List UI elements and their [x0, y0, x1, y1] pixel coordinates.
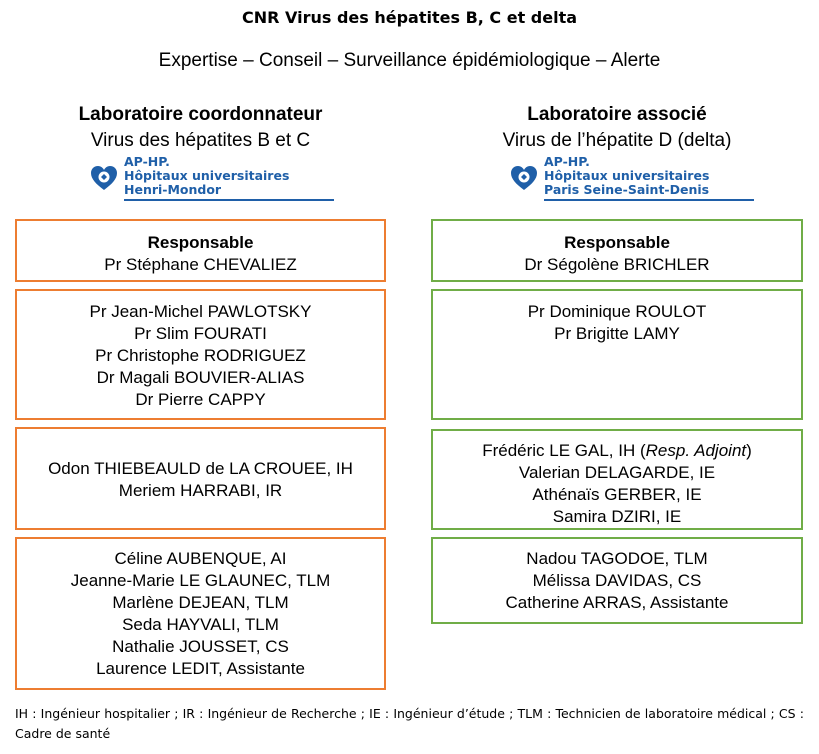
left-group2-box: Odon THIEBEAULD de LA CROUEE, IH Meriem H… [15, 427, 386, 530]
aphp-heart-icon [91, 166, 117, 190]
right-logo-underline [544, 199, 754, 201]
list-item: Laurence LEDIT, Assistante [96, 659, 305, 678]
left-responsable-box: Responsable Pr Stéphane CHEVALIEZ [15, 219, 386, 282]
list-item: Meriem HARRABI, IR [118, 481, 283, 500]
first-item-prefix: Frédéric LE GAL, IH ( [482, 441, 646, 460]
left-group3-list: Céline AUBENQUE, AI Jeanne-Marie LE GLAUN… [17, 548, 384, 680]
list-item: Marlène DEJEAN, TLM [112, 593, 289, 612]
abbreviations-footnote: IH : Ingénieur hospitalier ; IR : Ingéni… [15, 706, 804, 741]
aphp-heart-icon [511, 166, 537, 190]
left-group1-box: Pr Jean-Michel PAWLOTSKY Pr Slim FOURATI P… [15, 289, 386, 420]
left-logo-underline [124, 199, 334, 201]
right-group1-box: Pr Dominique ROULOT Pr Brigitte LAMY [431, 289, 803, 420]
right-logo-line1: AP-HP. [544, 154, 590, 169]
list-item: Dr Pierre CAPPY [135, 390, 266, 409]
left-lab-name: Laboratoire coordonnateur [78, 104, 323, 125]
list-item: Odon THIEBEAULD de LA CROUEE, IH [48, 459, 353, 478]
list-item: Mélissa DAVIDAS, CS [532, 571, 702, 590]
list-item: Samira DZIRI, IE [552, 507, 682, 526]
first-item-suffix: ) [746, 441, 752, 460]
right-logo-line3: Paris Seine-Saint-Denis [544, 182, 710, 197]
left-logo-line2: Hôpitaux universitaires [124, 168, 290, 183]
left-group2-list: Odon THIEBEAULD de LA CROUEE, IH Meriem H… [17, 458, 384, 502]
left-logo-line3: Henri-Mondor [124, 182, 222, 197]
diagram-subtitle: Expertise – Conseil – Surveillance épidé… [158, 50, 661, 71]
right-responsable-label: Responsable [564, 233, 670, 252]
list-item: Nadou TAGODOE, TLM [526, 549, 708, 568]
right-group2-list: Valerian DELAGARDE, IE Athénaïs GERBER, I… [433, 462, 801, 528]
right-group2-box: Frédéric LE GAL, IH (Resp. Adjoint) Vale… [431, 429, 803, 530]
list-item: Athénaïs GERBER, IE [532, 485, 702, 504]
left-responsable-name: Pr Stéphane CHEVALIEZ [104, 255, 297, 274]
left-logo-line1: AP-HP. [124, 154, 170, 169]
right-group3-box: Nadou TAGODOE, TLM Mélissa DAVIDAS, CS Cat… [431, 537, 803, 624]
right-hospital-logo: AP-HP. Hôpitaux universitaires Paris Sei… [510, 155, 754, 201]
right-lab-name: Laboratoire associé [527, 104, 707, 125]
list-item: Valerian DELAGARDE, IE [518, 463, 716, 482]
list-item: Céline AUBENQUE, AI [114, 549, 287, 568]
first-item-italic-role: Resp. Adjoint [645, 441, 747, 460]
left-lab-virus: Virus des hépatites B et C [90, 130, 311, 151]
list-item: Seda HAYVALI, TLM [122, 615, 279, 634]
list-item: Pr Dominique ROULOT [527, 302, 707, 321]
right-group2-first-item: Frédéric LE GAL, IH (Resp. Adjoint) [433, 440, 801, 462]
list-item: Dr Magali BOUVIER-ALIAS [96, 368, 305, 387]
list-item: Catherine ARRAS, Assistante [505, 593, 729, 612]
list-item: Nathalie JOUSSET, CS [112, 637, 289, 656]
right-lab-virus: Virus de l’hépatite D (delta) [502, 130, 732, 151]
left-group1-list: Pr Jean-Michel PAWLOTSKY Pr Slim FOURATI P… [17, 301, 384, 411]
list-item: Pr Jean-Michel PAWLOTSKY [89, 302, 312, 321]
list-item: Pr Brigitte LAMY [554, 324, 680, 343]
list-item: Pr Slim FOURATI [134, 324, 267, 343]
left-group3-box: Céline AUBENQUE, AI Jeanne-Marie LE GLAUN… [15, 537, 386, 690]
left-hospital-logo: AP-HP. Hôpitaux universitaires Henri-Mon… [90, 155, 334, 201]
list-item: Pr Christophe RODRIGUEZ [95, 346, 306, 365]
right-logo-line2: Hôpitaux universitaires [544, 168, 710, 183]
left-responsable-label: Responsable [147, 233, 254, 252]
diagram-title: CNR Virus des hépatites B, C et delta [241, 8, 578, 27]
list-item: Jeanne-Marie LE GLAUNEC, TLM [70, 571, 331, 590]
right-group3-list: Nadou TAGODOE, TLM Mélissa DAVIDAS, CS Cat… [433, 548, 801, 614]
right-responsable-box: Responsable Dr Ségolène BRICHLER [431, 219, 803, 282]
right-group1-list: Pr Dominique ROULOT Pr Brigitte LAMY [433, 301, 801, 345]
right-responsable-name: Dr Ségolène BRICHLER [524, 255, 710, 274]
